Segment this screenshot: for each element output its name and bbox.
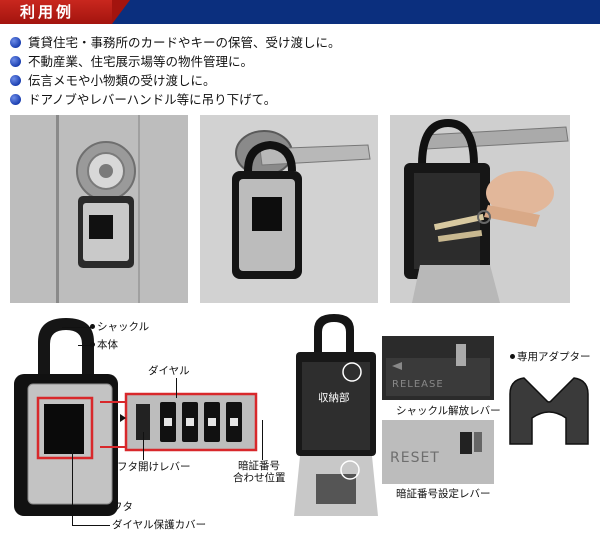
label-shackle-release: シャックル解放レバー	[396, 405, 501, 417]
adapter-illustration	[509, 377, 589, 445]
photo-keys	[390, 115, 570, 303]
label-code-position-2: 合わせ位置	[233, 472, 286, 484]
keys-lockbox-illustration	[390, 115, 570, 303]
release-lever-zoom	[382, 336, 494, 400]
photo-door-knob	[10, 115, 188, 303]
label-code-set-lever: 暗証番号設定レバー	[396, 488, 491, 500]
bullet-icon	[10, 37, 21, 48]
bullet-icon	[10, 56, 21, 67]
photo-lever-handle	[200, 115, 378, 303]
bullet-icon	[10, 75, 21, 86]
label-lid-lever: フタ開けレバー	[117, 461, 191, 473]
reset-lever-zoom	[382, 420, 494, 484]
lever-handle-lockbox-illustration	[200, 115, 378, 303]
embossed-release: RELEASE	[392, 379, 444, 390]
lockbox-diagram	[14, 318, 118, 516]
label-dial-cover: ダイヤル保護カバー	[112, 519, 207, 531]
label-code-position-1: 暗証番号	[238, 460, 280, 472]
list-item: ドアノブやレバーハンドル等に吊り下げて。	[10, 90, 341, 109]
label-dial: ダイヤル	[148, 365, 190, 377]
label-body: 本体	[90, 339, 118, 352]
list-item: 伝言メモや小物類の受け渡しに。	[10, 71, 341, 90]
label-storage: 収納部	[318, 392, 350, 404]
dial-zoom-panel	[120, 392, 258, 452]
open-lockbox-diagram	[294, 314, 378, 516]
label-lid: フタ	[112, 501, 133, 513]
label-shackle: シャックル	[90, 321, 149, 334]
zoom-connector-bottom	[100, 446, 126, 448]
list-item: 賃貸住宅・事務所のカードやキーの保管、受け渡しに。	[10, 33, 341, 52]
list-item: 不動産業、住宅展示場等の物件管理に。	[10, 52, 341, 71]
usage-list: 賃貸住宅・事務所のカードやキーの保管、受け渡しに。 不動産業、住宅展示場等の物件…	[10, 33, 341, 109]
section-header: 利用例	[0, 0, 600, 24]
section-title: 利用例	[0, 0, 130, 24]
door-knob-lockbox-illustration	[10, 115, 188, 303]
zoom-connector-top	[100, 401, 126, 403]
embossed-reset: RESET	[390, 450, 440, 466]
bullet-icon	[10, 94, 21, 105]
label-adapter: 専用アダプター	[510, 351, 591, 364]
